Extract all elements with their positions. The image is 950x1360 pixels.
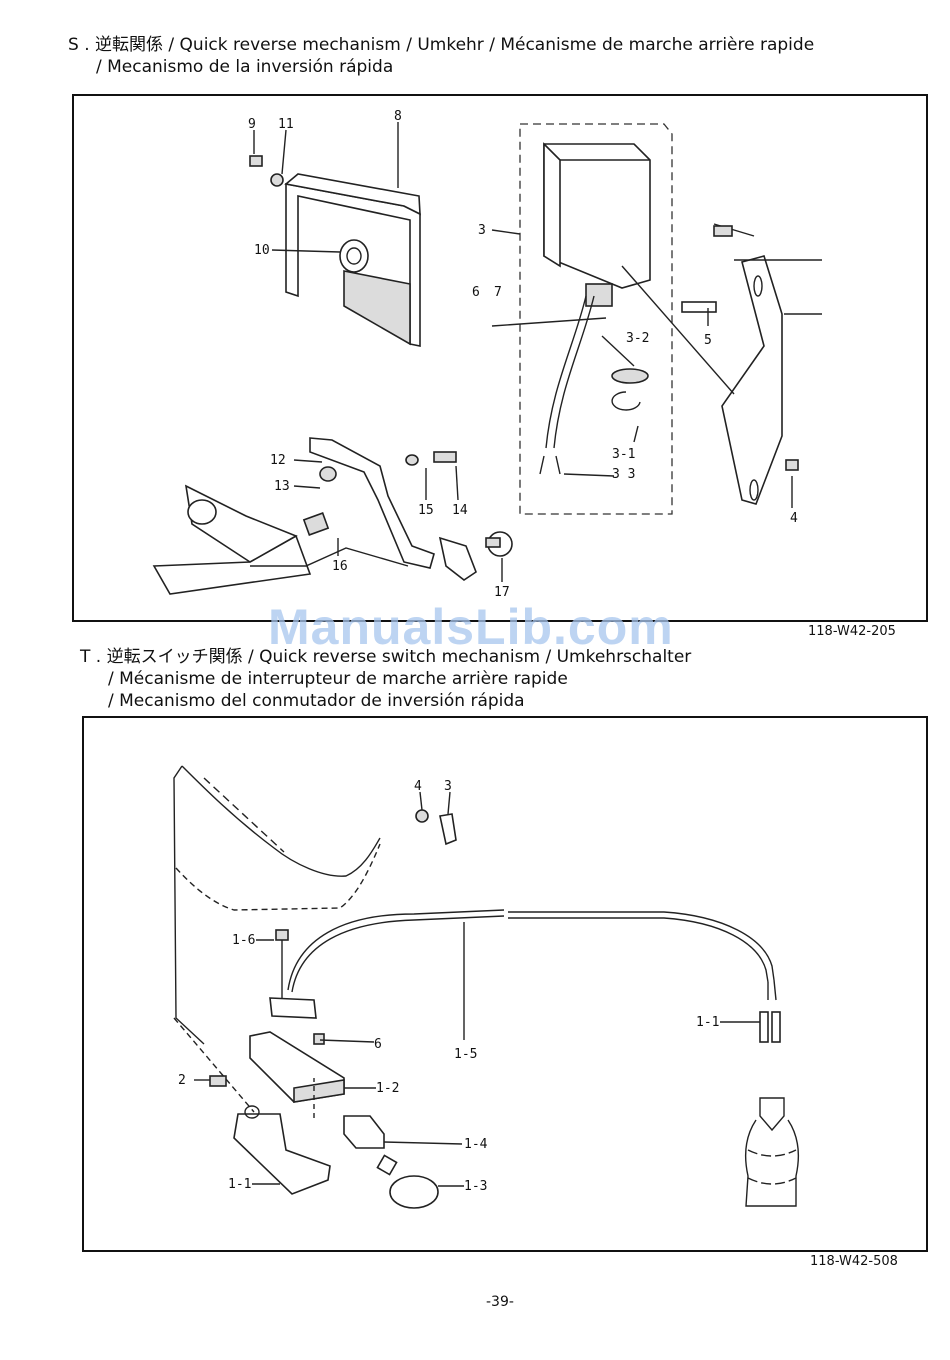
t-label-4: 4 (414, 779, 422, 794)
s-label-8: 8 (394, 109, 402, 124)
section-t-heading-line2: / Mécanisme de interrupteur de marche ar… (108, 669, 568, 689)
s-label-10: 10 (254, 243, 270, 258)
s-label-3: 3 (478, 223, 486, 238)
s-label-11: 11 (278, 117, 294, 132)
bracket-1-1-part (209, 1075, 331, 1195)
section-t-heading: T . 逆転スイッチ関係 / Quick reverse switch mech… (80, 646, 691, 712)
s-label-15: 15 (418, 503, 434, 518)
section-t-diagram: 4 3 1-6 6 1-5 1-1 2 1-2 1-4 1-1 1-3 (173, 765, 800, 1209)
t-label-1-4: 1-4 (464, 1137, 488, 1152)
s-label-3-1: 3-1 (612, 447, 635, 462)
s-label-13: 13 (274, 479, 290, 494)
t-label-1-3: 1-3 (464, 1179, 487, 1194)
washer-11-part (270, 173, 284, 187)
pin-5-part (681, 301, 717, 313)
section-t-diagram-panel: 4 3 1-6 6 1-5 1-1 2 1-2 1-4 1-1 1-3 (82, 716, 928, 1252)
bottle-part (744, 1097, 800, 1207)
terminal-1-1-part (759, 1011, 781, 1043)
t-label-1-5: 1-5 (454, 1047, 477, 1062)
section-s-heading-line2: / Mecanismo de la inversión rápida (96, 57, 394, 77)
section-s-diagram-code: 118-W42-205 (808, 624, 896, 639)
page-number: -39- (486, 1294, 514, 1310)
s-label-17: 17 (494, 585, 510, 600)
section-t-diagram-code: 118-W42-508 (810, 1254, 898, 1269)
machine-body-part (173, 765, 381, 1045)
cover-part (284, 173, 421, 347)
t-label-2: 2 (178, 1073, 186, 1088)
screw-9-part (249, 155, 263, 167)
s-label-7: 7 (494, 285, 502, 300)
cable-1-5-part (287, 909, 777, 1001)
t-leader-lines (173, 791, 760, 1187)
section-s-heading-line1: S . 逆転関係 / Quick reverse mechanism / Umk… (68, 35, 815, 55)
t-label-1-2: 1-2 (376, 1081, 399, 1096)
s-label-14: 14 (452, 503, 468, 518)
pedal-part (152, 484, 409, 595)
s-label-5: 5 (704, 333, 712, 348)
leader-lines (253, 122, 822, 582)
s-label-16: 16 (332, 559, 348, 574)
section-s-diagram: 9 11 8 10 3 6 7 5 3-2 3-1 3 3 4 12 13 15… (152, 109, 822, 600)
e-ring-3-1-part (611, 391, 641, 411)
watermark: ManualsLib.com (268, 599, 674, 655)
s-label-3-2: 3-2 (626, 331, 649, 346)
section-t-heading-line1: T . 逆転スイッチ関係 / Quick reverse switch mech… (80, 647, 692, 667)
section-t-heading-line3: / Mecanismo del conmutador de inversión … (108, 691, 525, 711)
s-label-9: 9 (248, 117, 256, 132)
s-label-12: 12 (270, 453, 286, 468)
t-label-3: 3 (444, 779, 452, 794)
section-s-heading: S . 逆転関係 / Quick reverse mechanism / Umk… (68, 34, 814, 78)
s-label-3-3: 3 3 (612, 467, 635, 482)
s-label-6: 6 (472, 285, 480, 300)
ring-3-2-part (611, 368, 649, 384)
clamp-3-part (415, 809, 457, 846)
switch-part (269, 929, 317, 1019)
bracket-part (621, 223, 799, 505)
holder-1-4-part (343, 1115, 385, 1149)
t-label-1-6: 1-6 (232, 933, 255, 948)
switch-base-1-2-part (249, 1031, 345, 1103)
solenoid-part (519, 123, 673, 515)
s-label-4: 4 (790, 511, 798, 526)
t-label-1-1-bracket: 1-1 (228, 1177, 251, 1192)
t-label-1-1-terminal: 1-1 (696, 1015, 719, 1030)
lever-part (302, 437, 513, 581)
section-s-diagram-panel: 9 11 8 10 3 6 7 5 3-2 3-1 3 3 4 12 13 15… (72, 94, 928, 622)
t-label-6: 6 (374, 1037, 382, 1052)
knob-1-3-part (376, 1154, 439, 1209)
